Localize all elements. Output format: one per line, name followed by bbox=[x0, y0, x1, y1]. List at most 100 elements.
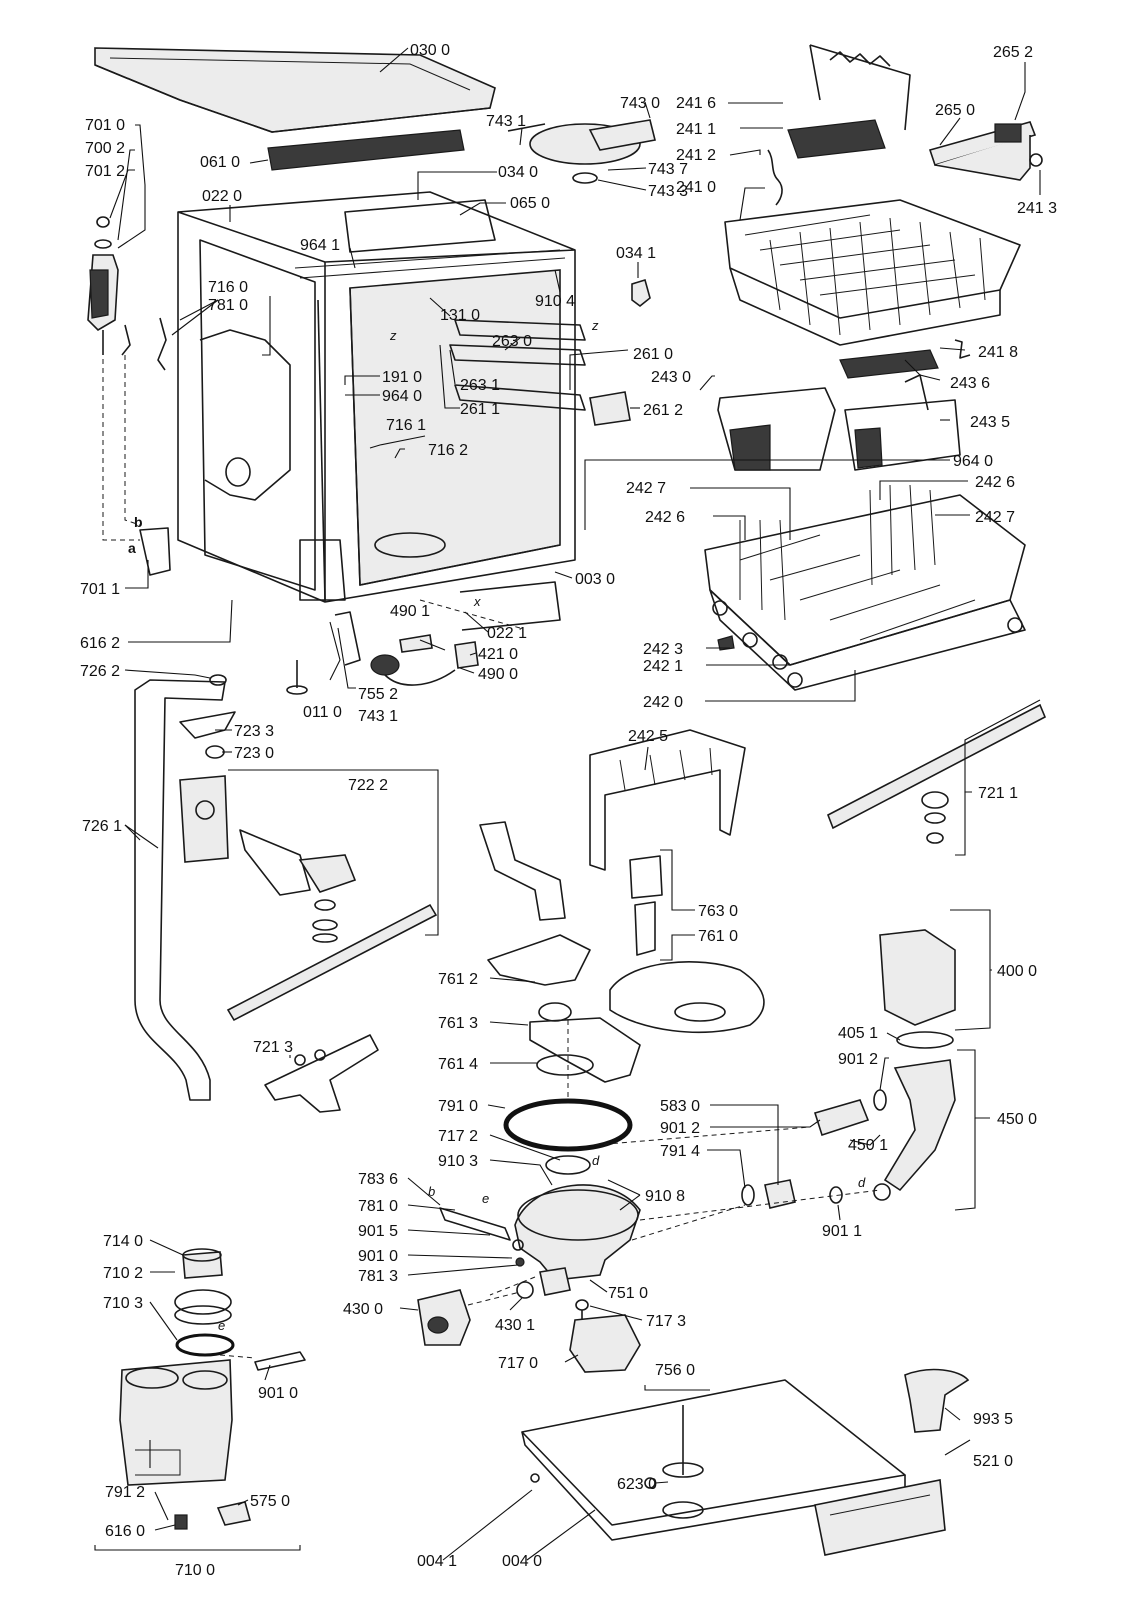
label-791-4: 791 4 bbox=[660, 1143, 700, 1160]
reference-letters: z z x a b b e e d d bbox=[128, 318, 866, 1333]
label-781-0-top: 781 0 bbox=[208, 297, 248, 314]
label-241-1: 241 1 bbox=[676, 121, 716, 138]
label-791-0: 791 0 bbox=[438, 1098, 478, 1115]
label-623-0: 623 0 bbox=[617, 1476, 657, 1493]
label-490-1: 490 1 bbox=[390, 603, 430, 620]
part-drawings bbox=[87, 44, 1047, 1556]
label-700-2: 700 2 bbox=[85, 140, 125, 157]
lower-spray-arm-part bbox=[826, 703, 1047, 844]
label-265-0: 265 0 bbox=[935, 102, 975, 119]
label-263-1: 263 1 bbox=[460, 377, 500, 394]
label-242-1: 242 1 bbox=[643, 658, 683, 675]
label-242-6-right: 242 6 bbox=[975, 474, 1015, 491]
label-450-1: 450 1 bbox=[848, 1137, 888, 1154]
label-761-2: 761 2 bbox=[438, 971, 478, 988]
label-242-0: 242 0 bbox=[643, 694, 683, 711]
label-761-4: 761 4 bbox=[438, 1056, 478, 1073]
sensor-part bbox=[631, 278, 651, 308]
label-430-1: 430 1 bbox=[495, 1317, 535, 1334]
label-701-2: 701 2 bbox=[85, 163, 125, 180]
label-721-3: 721 3 bbox=[253, 1039, 293, 1056]
letter-b-lower: b bbox=[428, 1184, 435, 1199]
spray-arm-bracket-part bbox=[264, 1034, 379, 1113]
spray-arm-supply-pipe-part bbox=[479, 821, 591, 986]
label-243-0: 243 0 bbox=[651, 369, 691, 386]
label-421-0: 421 0 bbox=[478, 646, 518, 663]
label-756-0: 756 0 bbox=[655, 1362, 695, 1379]
label-901-0: 901 0 bbox=[358, 1248, 398, 1265]
worktop-part bbox=[94, 47, 496, 133]
upper-basket-part bbox=[724, 199, 1021, 346]
label-723-3: 723 3 bbox=[234, 723, 274, 740]
insulation-strip-part bbox=[267, 129, 465, 171]
letter-b-upper: b bbox=[134, 514, 143, 530]
part-labels: 030 0 701 0 700 2 701 2 061 0 034 0 743 … bbox=[80, 42, 1057, 1579]
label-242-3: 242 3 bbox=[643, 641, 683, 658]
label-241-3: 241 3 bbox=[1017, 200, 1057, 217]
label-242-7-left: 242 7 bbox=[626, 480, 666, 497]
label-716-1: 716 1 bbox=[386, 417, 426, 434]
label-761-0: 761 0 bbox=[698, 928, 738, 945]
top-spray-arm-part bbox=[507, 119, 656, 184]
letter-d-softener: d bbox=[858, 1175, 866, 1190]
label-714-0: 714 0 bbox=[103, 1233, 143, 1250]
upper-rack-accessories-part bbox=[767, 44, 911, 206]
label-261-0: 261 0 bbox=[633, 346, 673, 363]
filter-part bbox=[609, 855, 765, 1033]
label-964-1: 964 1 bbox=[300, 237, 340, 254]
label-242-6-left: 242 6 bbox=[645, 509, 685, 526]
label-243-6: 243 6 bbox=[950, 375, 990, 392]
label-242-7-right: 242 7 bbox=[975, 509, 1015, 526]
label-901-1: 901 1 bbox=[822, 1223, 862, 1240]
label-265-2: 265 2 bbox=[993, 44, 1033, 61]
label-710-2: 710 2 bbox=[103, 1265, 143, 1282]
label-910-3: 910 3 bbox=[438, 1153, 478, 1170]
label-901-0-right: 901 0 bbox=[258, 1385, 298, 1402]
label-743-7: 743 7 bbox=[648, 161, 688, 178]
letter-z-left: z bbox=[389, 328, 397, 343]
label-405-1: 405 1 bbox=[838, 1025, 878, 1042]
adjustable-foot-part bbox=[286, 660, 308, 695]
label-616-0: 616 0 bbox=[105, 1523, 145, 1540]
label-400-0: 400 0 bbox=[997, 963, 1037, 980]
label-791-2: 791 2 bbox=[105, 1484, 145, 1501]
drawer-rails-part bbox=[449, 319, 631, 426]
drain-pump-part bbox=[417, 1281, 534, 1346]
label-743-1-top: 743 1 bbox=[486, 113, 526, 130]
label-743-0: 743 0 bbox=[620, 95, 660, 112]
label-583-0: 583 0 bbox=[660, 1098, 700, 1115]
label-131-0: 131 0 bbox=[440, 307, 480, 324]
label-964-0-left: 964 0 bbox=[382, 388, 422, 405]
label-722-2: 722 2 bbox=[348, 777, 388, 794]
label-743-1-bottom: 743 1 bbox=[358, 708, 398, 725]
label-003-0: 003 0 bbox=[575, 571, 615, 588]
salt-reservoir-part bbox=[119, 1248, 306, 1530]
label-717-0: 717 0 bbox=[498, 1355, 538, 1372]
label-710-3: 710 3 bbox=[103, 1295, 143, 1312]
leader-lines bbox=[94, 47, 1041, 1561]
label-011-0: 011 0 bbox=[303, 704, 342, 721]
label-964-0-right: 964 0 bbox=[953, 453, 993, 470]
label-191-0: 191 0 bbox=[382, 369, 422, 386]
label-783-6: 783 6 bbox=[358, 1171, 398, 1188]
label-034-1: 034 1 bbox=[616, 245, 656, 262]
lower-basket-part bbox=[704, 484, 1026, 691]
base-plate-part bbox=[521, 1368, 970, 1556]
label-763-0: 763 0 bbox=[698, 903, 738, 920]
letter-d-sump: d bbox=[592, 1153, 600, 1168]
plate-rack-insert-part bbox=[589, 729, 746, 871]
letter-e-reservoir: e bbox=[218, 1318, 225, 1333]
label-755-2: 755 2 bbox=[358, 686, 398, 703]
letter-a: a bbox=[128, 540, 136, 556]
label-521-0: 521 0 bbox=[973, 1453, 1013, 1470]
label-241-8: 241 8 bbox=[978, 344, 1018, 361]
label-241-6: 241 6 bbox=[676, 95, 716, 112]
label-716-0: 716 0 bbox=[208, 279, 248, 296]
label-910-8: 910 8 bbox=[645, 1188, 685, 1205]
heater-pump-part bbox=[569, 1299, 641, 1373]
letter-e-sump: e bbox=[482, 1191, 489, 1206]
label-717-3: 717 3 bbox=[646, 1313, 686, 1330]
label-901-2-bottom: 901 2 bbox=[660, 1120, 700, 1137]
label-004-1: 004 1 bbox=[417, 1553, 457, 1570]
